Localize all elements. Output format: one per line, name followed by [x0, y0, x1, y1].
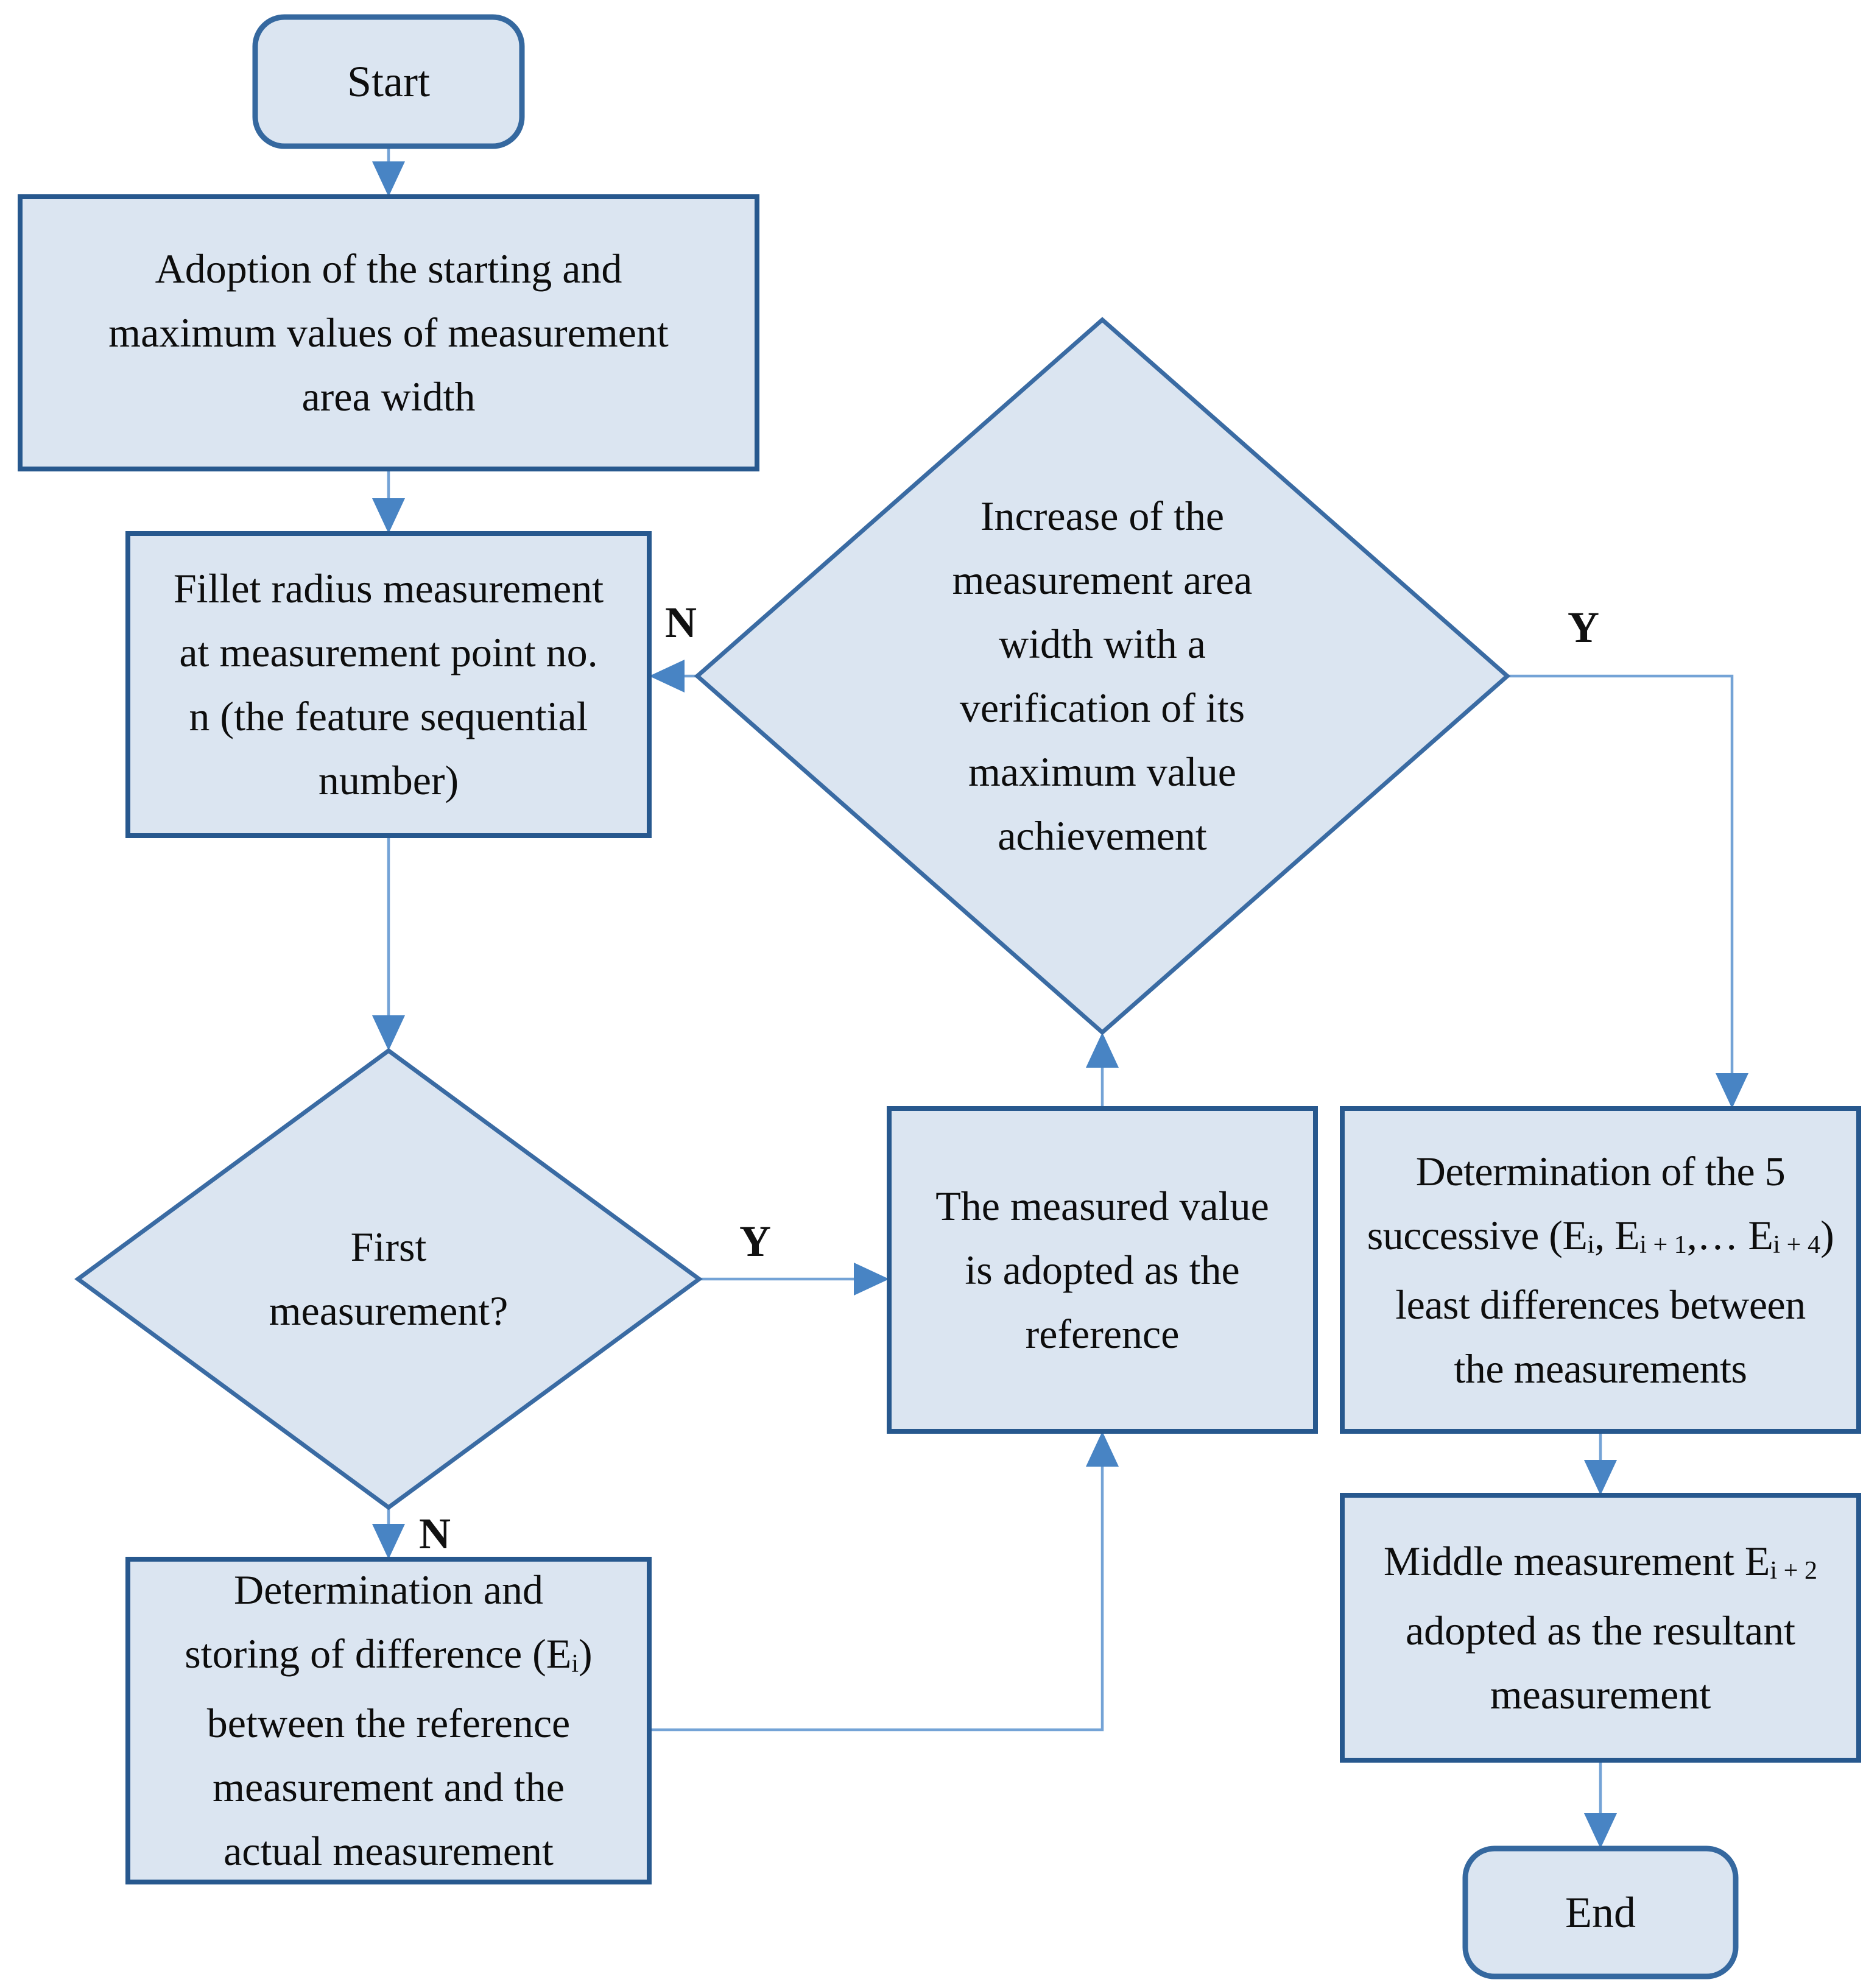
text-line: Fillet radius measurement — [173, 565, 604, 612]
text-line: number) — [318, 757, 459, 803]
edge-first-measurement-no-to-storing — [372, 1507, 405, 1559]
det5-process-shape — [1340, 1106, 1861, 1434]
text-line: area width — [301, 373, 476, 420]
end-node: End — [1465, 1849, 1736, 1976]
text-line: successive (Ei, Ei + 1,… Ei + 4) — [1367, 1204, 1834, 1273]
text-line: measurement — [1490, 1671, 1711, 1718]
subscript: i + 4 — [1773, 1230, 1821, 1260]
measured-node: The measured value is adopted as the ref… — [889, 1109, 1315, 1431]
text-line: the measurements — [1454, 1345, 1747, 1392]
text-line: Determination of the 5 — [1415, 1147, 1786, 1194]
text-line: maximum values of measurement — [108, 309, 669, 356]
first-measurement-decision-node: First measurement? — [78, 1051, 699, 1507]
text-line: adopted as the resultant — [1405, 1607, 1796, 1654]
text-line: reference — [1025, 1310, 1180, 1357]
text-line: is adopted as the — [965, 1246, 1240, 1293]
edge-label-y-increase: Y — [1568, 603, 1599, 652]
text-fragment: ) — [1820, 1211, 1834, 1258]
start-terminal-shape — [252, 14, 525, 149]
text-line: The measured value — [935, 1182, 1269, 1229]
edge-storing-to-measured — [649, 1431, 1119, 1732]
edge-increase-no-to-fillet — [649, 660, 697, 693]
text-line: Adoption of the starting and — [155, 245, 622, 292]
increase-decision-node: Increase of the measurement area width w… — [697, 320, 1507, 1032]
start-label: Start — [347, 57, 430, 106]
middle-node: Middle measurement Ei + 2 adopted as the… — [1342, 1495, 1859, 1760]
text-fragment: storing of difference (E — [185, 1630, 572, 1677]
edge-increase-yes-to-det5 — [1507, 674, 1748, 1109]
text-line: verification of its — [959, 685, 1245, 731]
end-terminal-shape — [1462, 1845, 1739, 1979]
edge-adoption-to-fillet — [372, 469, 405, 534]
text-line: between the reference — [206, 1700, 571, 1746]
storing-process-shape — [125, 1557, 652, 1884]
text-line: n (the feature sequential — [189, 693, 588, 739]
subscript: i + 1 — [1639, 1230, 1687, 1260]
storing-node: Determination and storing of difference … — [128, 1559, 649, 1882]
subscript: i — [571, 1649, 579, 1678]
edge-first-measurement-yes-to-measured — [699, 1263, 889, 1295]
text-fragment: Middle measurement E — [1383, 1537, 1770, 1584]
adoption-process-shape — [18, 194, 759, 471]
middle-process-shape — [1340, 1493, 1861, 1763]
adoption-node: Adoption of the starting and maximum val… — [20, 197, 757, 469]
text-line: Determination and — [234, 1567, 543, 1613]
text-line: measurement area — [952, 557, 1253, 603]
edge-fillet-to-first-measurement — [372, 836, 405, 1051]
text-line: Middle measurement Ei + 2 — [1384, 1529, 1817, 1599]
end-label: End — [1565, 1888, 1636, 1937]
text-fragment: successive (E — [1367, 1211, 1588, 1258]
text-line: at measurement point no. — [179, 629, 598, 675]
subscript: i + 2 — [1770, 1556, 1818, 1585]
start-node: Start — [255, 17, 522, 146]
text-line: least differences between — [1395, 1281, 1806, 1328]
edge-label-y-first: Y — [739, 1217, 771, 1266]
subscript: i — [1587, 1230, 1595, 1260]
measured-process-shape — [887, 1106, 1318, 1434]
text-line: First — [350, 1224, 427, 1270]
text-fragment: ,… E — [1686, 1211, 1773, 1258]
fillet-process-shape — [125, 531, 652, 838]
text-line: achievement — [998, 812, 1207, 859]
text-line: Increase of the — [980, 493, 1225, 539]
first-measurement-decision-shape — [74, 1048, 703, 1510]
edge-measured-to-increase — [1086, 1032, 1119, 1109]
edge-label-n-first: N — [419, 1509, 451, 1558]
text-fragment: ) — [579, 1630, 593, 1677]
edge-middle-to-end — [1584, 1760, 1617, 1849]
increase-decision-shape — [694, 317, 1511, 1035]
edge-start-to-adoption — [372, 146, 405, 197]
edge-det5-to-middle — [1584, 1431, 1617, 1495]
text-line: width with a — [999, 621, 1206, 667]
text-line: actual measurement — [224, 1828, 554, 1874]
text-line: storing of difference (Ei) — [185, 1622, 592, 1691]
fillet-node: Fillet radius measurement at measurement… — [128, 534, 649, 836]
det5-node: Determination of the 5 successive (Ei, E… — [1342, 1109, 1859, 1431]
edge-label-n-increase: N — [665, 598, 697, 647]
text-line: maximum value — [968, 749, 1236, 795]
text-line: measurement? — [269, 1288, 509, 1334]
text-line: measurement and the — [213, 1764, 565, 1810]
text-fragment: , E — [1594, 1211, 1640, 1258]
